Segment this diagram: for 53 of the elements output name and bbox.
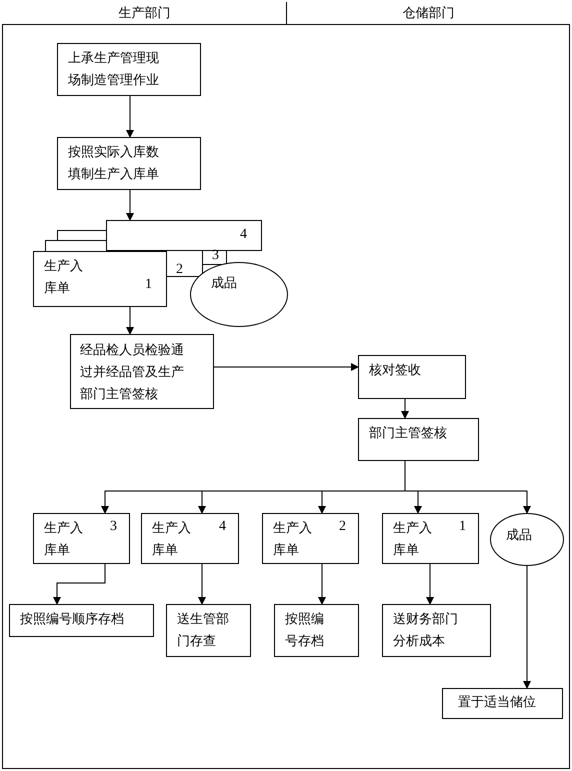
- lane-title: 仓储部门: [402, 5, 454, 22]
- step-text: 生产入库单: [44, 258, 84, 298]
- copy-number: 2: [176, 262, 183, 278]
- step-text: 生产入库单: [273, 520, 313, 560]
- process-box: [166, 604, 251, 657]
- step-text: 送财务部门分析成本: [393, 611, 459, 651]
- arrow: [53, 564, 106, 605]
- copy-number: 1: [459, 519, 466, 535]
- arrow: [426, 564, 434, 605]
- step-text: 核对签收: [369, 362, 422, 380]
- copy-number: 4: [240, 227, 247, 243]
- arrow: [126, 190, 134, 221]
- process-box: [57, 43, 201, 96]
- process-box: [382, 513, 479, 564]
- process-box: [274, 604, 359, 657]
- form-sheet: [106, 220, 262, 251]
- arrow: [523, 566, 531, 689]
- process-box: [262, 513, 359, 564]
- step-text: 生产入库单: [152, 520, 192, 560]
- step-text: 成品: [506, 527, 533, 545]
- step-text: 部门主管签核: [369, 425, 448, 443]
- step-text: 按照实际入库数填制生产入库单: [68, 144, 160, 184]
- copy-number: 2: [339, 519, 346, 535]
- lane-title: 生产部门: [118, 5, 170, 22]
- step-text: 送生管部门存查: [177, 611, 230, 651]
- step-text: 按照编号顺序存档: [20, 611, 125, 629]
- step-text: 生产入库单: [44, 520, 84, 560]
- step-text: 按照编号存档: [285, 611, 325, 651]
- process-box: [33, 513, 130, 564]
- step-text: 成品: [211, 275, 238, 293]
- process-box: [141, 513, 239, 564]
- step-text: 上承生产管理现场制造管理作业: [68, 50, 160, 90]
- arrow: [126, 96, 134, 138]
- copy-number: 3: [110, 519, 117, 535]
- step-text: 置于适当储位: [458, 694, 537, 712]
- arrow: [214, 363, 359, 371]
- arrow: [198, 564, 206, 605]
- step-text: 经品检人员检验通过并经品管及生产部门主管签核: [80, 342, 185, 404]
- copy-number: 4: [219, 519, 226, 535]
- step-text: 生产入库单: [393, 520, 433, 560]
- arrow: [404, 460, 531, 514]
- process-box: [358, 418, 479, 461]
- arrow: [318, 564, 326, 605]
- arrow: [401, 398, 409, 419]
- arrow: [126, 306, 134, 335]
- process-box: [382, 604, 491, 657]
- process-box: [33, 251, 167, 307]
- process-box: [442, 688, 563, 719]
- process-box: [9, 604, 154, 637]
- process-box: [57, 137, 201, 190]
- copy-number: 1: [145, 277, 152, 293]
- process-box: [358, 355, 466, 399]
- process-box: [70, 334, 214, 409]
